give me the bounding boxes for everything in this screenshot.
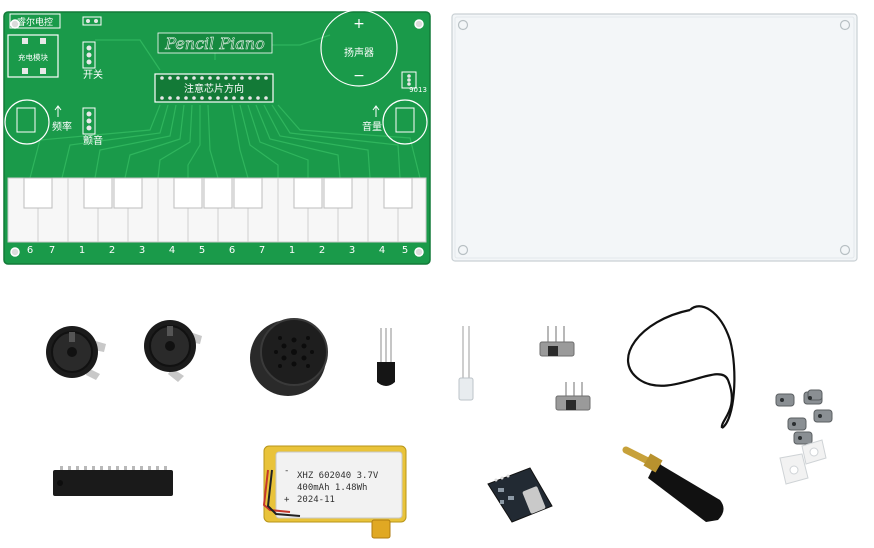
key-number: 1	[289, 245, 295, 256]
key-number: 2	[109, 245, 115, 256]
battery-spec-line3: 2024-11	[297, 495, 335, 505]
banana-plug	[622, 446, 724, 522]
battery-minus: -	[284, 466, 289, 476]
chip-note-label: 注意芯片方向	[184, 82, 244, 95]
key-number: 6	[27, 245, 33, 256]
frequency-label: 频率	[52, 120, 72, 133]
slide-switch-1	[539, 326, 575, 357]
key-number: 2	[319, 245, 325, 256]
pcb-board: 睿尔电控 充电模块 开关 Pencil Piano 注意芯片方向 + − 扬声器	[3, 9, 431, 265]
key-number: 4	[169, 245, 175, 256]
transistor-label: 9013	[409, 86, 427, 94]
key-number: 6	[229, 245, 235, 256]
volume-label: 音量	[362, 120, 382, 133]
key-number: 3	[349, 245, 355, 256]
battery-plus: +	[284, 495, 290, 505]
potentiometer-2	[144, 320, 202, 382]
vibrato-label: 颤音	[83, 134, 103, 147]
frequency-pot-outline	[4, 99, 50, 145]
piano-keys	[7, 177, 427, 243]
speaker-minus: −	[353, 68, 365, 84]
key-number: 3	[139, 245, 145, 256]
slide-switch-2	[555, 382, 591, 411]
charge-module-label: 充电模块	[18, 52, 48, 62]
key-number: 5	[402, 245, 408, 256]
acrylic-plate	[451, 13, 858, 262]
led-component	[458, 326, 474, 401]
volume-pot-outline	[382, 99, 428, 145]
key-number: 7	[259, 245, 265, 256]
charger-module	[487, 467, 553, 523]
potentiometer-1	[46, 326, 106, 380]
chip-socket-outline	[154, 73, 274, 103]
key-number: 5	[199, 245, 205, 256]
speaker	[250, 318, 328, 396]
ic-chip	[53, 466, 173, 496]
charge-module-outline	[7, 34, 59, 78]
lipo-battery: - + XHZ 602040 3.7V 400mAh 1.48Wh 2024-1…	[262, 445, 407, 539]
speaker-label: 扬声器	[344, 46, 374, 59]
chip-socket-pins	[160, 76, 268, 100]
battery-spec-line1: XHZ 602040 3.7V	[297, 471, 379, 481]
pcb-title: Pencil Piano	[164, 34, 264, 53]
key-number: 4	[379, 245, 385, 256]
key-number: 1	[79, 245, 85, 256]
speaker-plus: +	[353, 16, 365, 32]
battery-spec-line2: 400mAh 1.48Wh	[297, 483, 367, 493]
switch-label: 开关	[83, 68, 103, 81]
transistor	[377, 328, 395, 386]
screws-and-spacers	[775, 389, 833, 485]
key-number: 7	[49, 245, 55, 256]
speaker-outline	[320, 9, 398, 87]
pcb-brand: 睿尔电控	[17, 16, 53, 28]
black-wire	[627, 305, 736, 429]
key-numbers: 6 7 1 2 3 4 5 6 7 1 2 3 4 5	[27, 245, 408, 256]
